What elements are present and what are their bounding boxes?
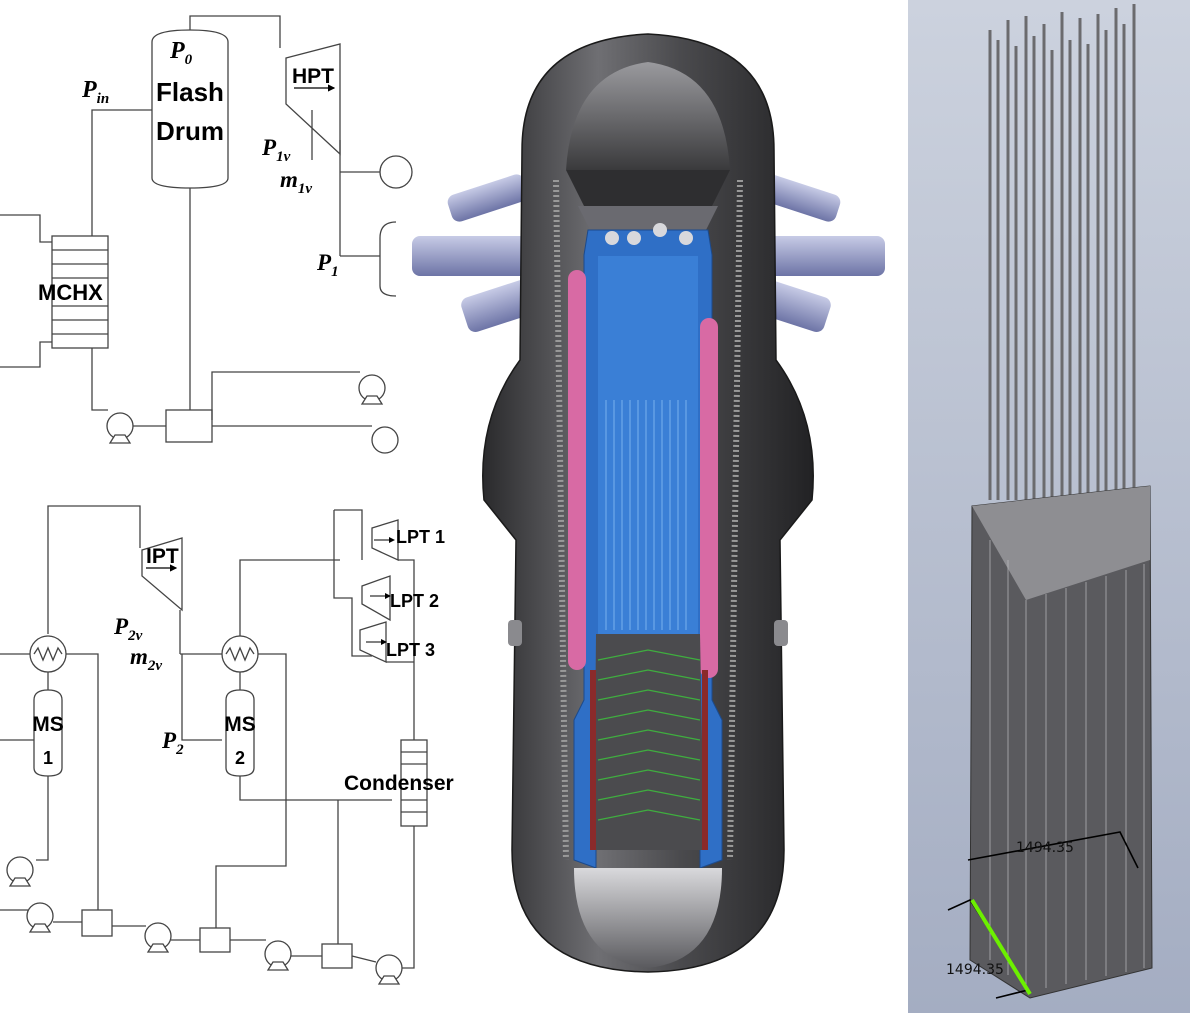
pressure-in-label: Pin: [81, 77, 109, 107]
ms1-label: MS: [32, 713, 64, 736]
ms1-number: 1: [43, 748, 53, 768]
heat-exchanger-icon: [29, 635, 67, 673]
mchx-label: MCHX: [38, 280, 103, 305]
ms2-label: MS: [224, 713, 256, 736]
schematic-bottom: [0, 505, 428, 985]
riser-pink: [700, 318, 718, 678]
pressure-p0-label: P0: [169, 38, 193, 68]
reactor-vessel-cutaway: [412, 33, 885, 973]
moisture-separator: [33, 689, 63, 777]
condenser-label: Condenser: [344, 772, 454, 795]
dimension-label: 1494.35: [946, 962, 1004, 978]
mass-m1v-label: m1v: [280, 167, 312, 197]
flash-drum: [151, 29, 229, 189]
core-structure-model: 1494.35 1494.35: [908, 0, 1190, 1013]
mchx-box: [51, 235, 109, 349]
mass-m2v-label: m2v: [130, 644, 162, 674]
mixer-box: [321, 943, 353, 969]
pressure-p2v-label: P2v: [113, 614, 143, 644]
moisture-separator: [225, 689, 255, 777]
mixer-box: [199, 927, 231, 953]
pressure-p1v-label: P1v: [261, 135, 291, 165]
flash-drum-label: Flash: [156, 77, 224, 107]
hpt-label: HPT: [292, 65, 334, 88]
lpt-turbine: [361, 575, 391, 622]
riser-pink: [568, 270, 586, 670]
inlet-line: [91, 109, 152, 236]
control-rods: [988, 4, 1136, 500]
heat-exchanger-icon: [221, 635, 259, 673]
highlight-edge: [970, 898, 1032, 996]
ipt-turbine: [141, 537, 183, 612]
ipt-label: IPT: [146, 545, 179, 568]
steam-line-hpt: [189, 15, 281, 48]
mixer-box: [165, 409, 213, 443]
pressure-p2-label: P2: [161, 728, 184, 758]
pump-icon: [371, 426, 399, 454]
lpt3-label: LPT 3: [386, 640, 435, 660]
lpt1-label: LPT 1: [396, 527, 445, 547]
flash-drum-label-2: Drum: [156, 116, 224, 146]
lpt2-label: LPT 2: [390, 591, 439, 611]
vessel-dome: [566, 62, 730, 170]
mixer-box: [81, 909, 113, 937]
dimension-label: 1494.35: [1016, 840, 1074, 856]
ms2-number: 2: [235, 748, 245, 768]
pressure-p1-label: P1: [316, 250, 339, 280]
schematic-top: [0, 15, 413, 454]
hpt-turbine: [285, 43, 341, 156]
